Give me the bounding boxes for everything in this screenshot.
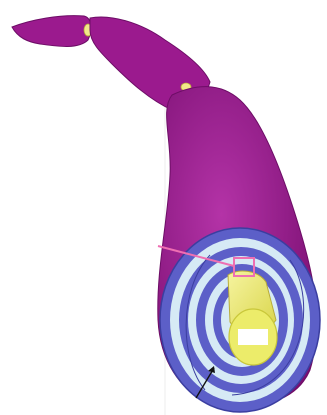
axon-segment-upper (12, 16, 91, 47)
core-cut-face (238, 329, 268, 345)
